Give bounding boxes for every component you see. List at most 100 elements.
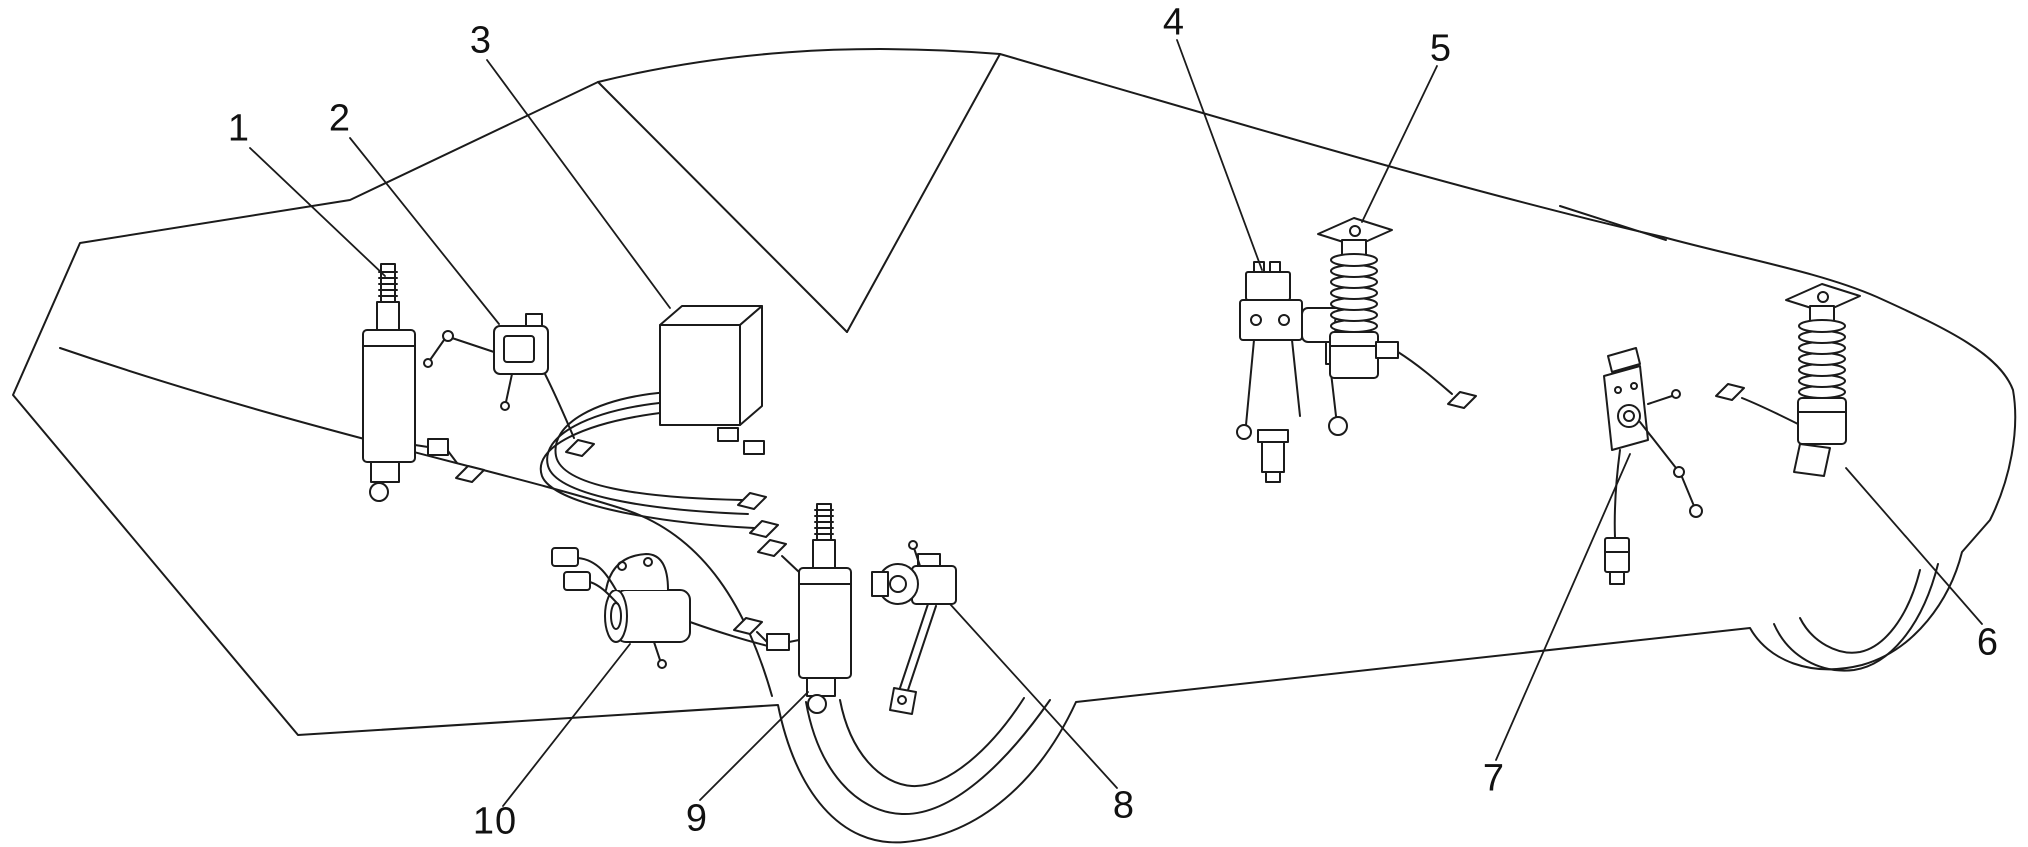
- sensor-link-ball: [1689, 504, 1703, 518]
- trunk-spoiler-line: [1559, 205, 1667, 241]
- compressor-pump: [551, 547, 769, 669]
- leader-line-6: [1845, 467, 1983, 625]
- shock-absorber-front-right: [733, 503, 852, 714]
- wiring-harness: [539, 391, 779, 538]
- compressor-fitting-cap: [1257, 429, 1289, 443]
- sensor-boss-center: [1623, 410, 1635, 422]
- compressor-foot: [1236, 424, 1252, 440]
- compressor-top-tab: [1269, 261, 1281, 273]
- shock-stem: [376, 301, 400, 331]
- harness-wire: [539, 411, 755, 529]
- air-spring-elbow: [1375, 341, 1399, 359]
- control-module: [659, 305, 765, 455]
- connector-pad: [1447, 391, 1477, 409]
- rear-wheel-arch-inner: [1799, 569, 1921, 654]
- sensor-motor-boss: [889, 575, 907, 593]
- pad-link-line: [781, 555, 800, 573]
- pump-bracket-bolt: [643, 557, 653, 567]
- module-side-face: [739, 305, 763, 426]
- air-spring-bracket: [1793, 443, 1831, 477]
- callout-label-5: 5: [1429, 27, 1453, 70]
- pump-stub: [653, 641, 661, 661]
- compressor-fitting-tip: [1265, 471, 1281, 483]
- harness-wire: [546, 401, 749, 515]
- callout-label-6: 6: [1976, 621, 2000, 664]
- sensor-arm: [451, 337, 495, 353]
- shock-fitting-line: [788, 639, 800, 643]
- height-sensor-front-right: [871, 540, 957, 715]
- callout-label-3: 3: [469, 19, 493, 62]
- shock-fitting-line: [756, 631, 768, 643]
- callout-label-2: 2: [328, 97, 352, 140]
- module-connector: [743, 440, 765, 455]
- pump-connector: [551, 547, 579, 567]
- pump-connector: [563, 571, 591, 591]
- car-body: [12, 48, 2017, 844]
- sensor-bracket-hole: [1630, 382, 1638, 390]
- sensor-lever: [1647, 395, 1673, 405]
- compressor-legs: [1245, 339, 1337, 426]
- front-fender-crease: [59, 347, 773, 697]
- connector-pad: [1715, 383, 1745, 401]
- bellows-ring: [1330, 253, 1378, 267]
- callout-label-7: 7: [1482, 757, 1506, 800]
- rear-wheel-arch-lip: [1773, 563, 1939, 672]
- air-spring-top-boss: [1349, 225, 1361, 237]
- shock-fitting-line: [447, 450, 458, 464]
- shock-absorber-front-left: [362, 263, 485, 502]
- sensor-drop-rod: [505, 373, 513, 403]
- pump-stub-end: [657, 659, 667, 669]
- shock-mount: [806, 677, 836, 697]
- height-sensor-rear: [1603, 347, 1703, 585]
- air-spring-left: [1317, 217, 1477, 409]
- callout-label-4: 4: [1162, 1, 1186, 44]
- callout-label-9: 9: [685, 797, 709, 840]
- compressor-head: [1245, 271, 1291, 301]
- compressor-fitting-body: [1261, 441, 1285, 473]
- sensor-wire: [544, 373, 575, 439]
- sensor-top-tab: [525, 313, 543, 327]
- air-spring-top-boss: [1817, 291, 1829, 303]
- shock-foot: [807, 694, 827, 714]
- shock-rod-threads: [378, 271, 398, 297]
- sensor-link-rod: [899, 603, 937, 691]
- module-connector: [717, 427, 739, 442]
- suspension-components: [362, 217, 1861, 715]
- air-spring-right: [1715, 283, 1861, 477]
- sensor-flag: [1607, 347, 1641, 373]
- leader-line-1: [249, 147, 386, 277]
- height-sensor-front-left: [423, 313, 595, 457]
- connector-pad: [757, 539, 787, 557]
- callout-leaders: [249, 39, 1983, 807]
- leader-line-2: [349, 137, 500, 325]
- sensor-flange: [871, 571, 889, 597]
- shock-fitting-box: [766, 633, 790, 651]
- sensor-drop-ball: [500, 401, 510, 411]
- car-body-outline: [12, 48, 2017, 844]
- shock-fitting-line: [414, 444, 429, 448]
- shock-stem: [812, 539, 836, 569]
- callout-label-1: 1: [227, 107, 251, 150]
- front-wheel-arch-inner: [839, 697, 1025, 788]
- sensor-boss: [1617, 404, 1641, 428]
- sensor-harness: [1613, 449, 1621, 539]
- leader-line-8: [949, 603, 1118, 789]
- air-spring-hose: [1397, 351, 1453, 395]
- sensor-body-detail: [503, 335, 535, 363]
- compressor-port: [1278, 314, 1290, 326]
- harness-connector-pad: [737, 492, 767, 510]
- front-wheel-arch-lip: [805, 699, 1051, 816]
- connector-pad: [455, 465, 485, 483]
- harness-wire: [554, 391, 743, 501]
- shock-mount: [370, 461, 400, 483]
- air-spring-body: [1797, 397, 1847, 445]
- sensor-top-ball: [908, 540, 918, 550]
- sensor-bracket-hole: [1614, 386, 1622, 394]
- leader-line-10: [502, 643, 631, 807]
- module-front-face: [659, 324, 741, 426]
- callout-label-10: 10: [472, 800, 518, 843]
- shock-foot: [369, 482, 389, 502]
- sensor-top-link: [913, 547, 921, 567]
